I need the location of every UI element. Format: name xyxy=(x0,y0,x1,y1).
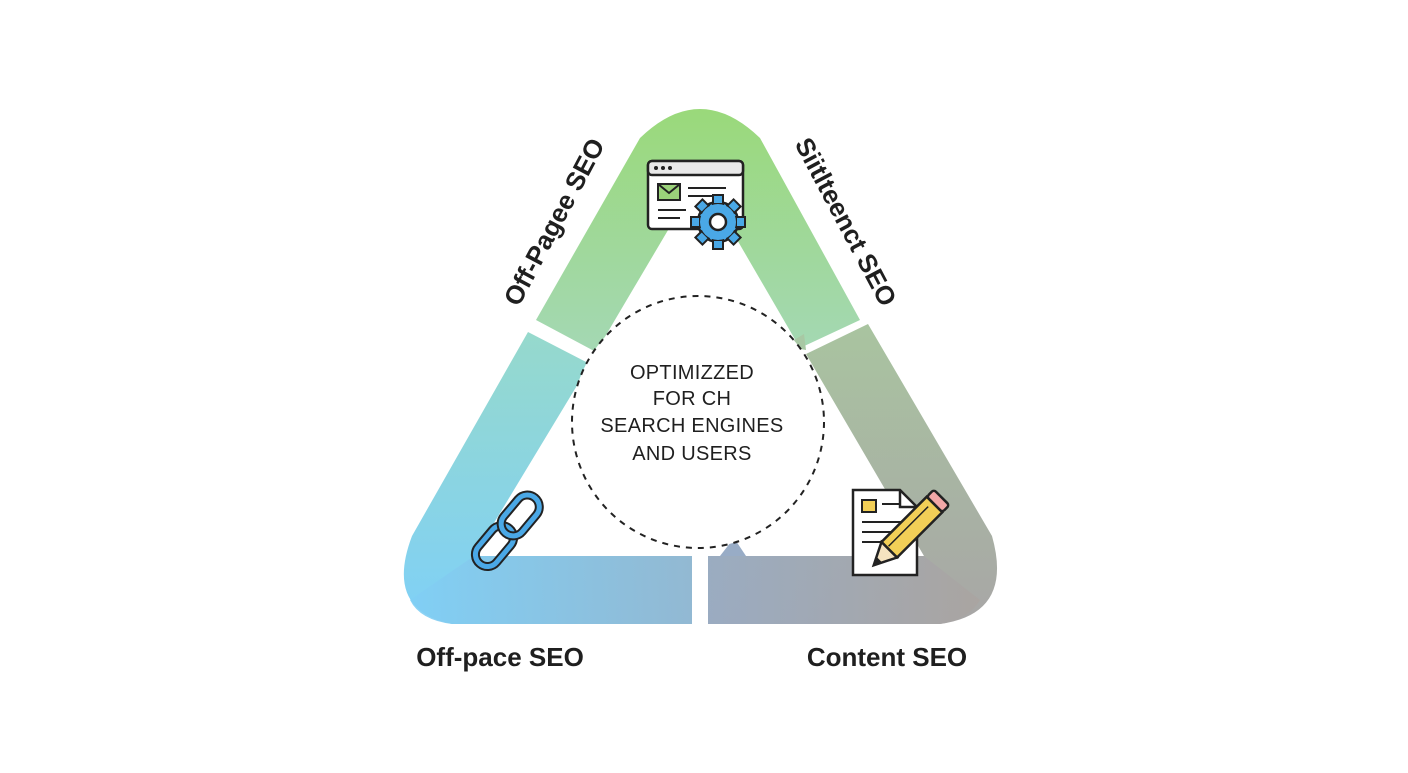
segment-bottom-left xyxy=(410,556,692,624)
segment-right xyxy=(708,324,998,624)
notch-bottom xyxy=(720,538,746,556)
center-dashed-circle xyxy=(571,295,825,549)
center-text-group: OPTIMIZZED FOR CH SEARCH ENGINES AND USE… xyxy=(600,362,783,465)
document-pencil-icon xyxy=(851,488,950,577)
label-bottom-left: Off-pace SEO xyxy=(416,642,584,672)
center-line-4: AND USERS xyxy=(632,443,751,465)
center-line-2: FOR CH xyxy=(653,388,731,410)
label-bottom-right: Content SEO xyxy=(807,642,967,672)
chain-link-icon xyxy=(470,490,544,572)
center-line-1: OPTIMIZZED xyxy=(630,362,754,384)
browser-gear-icon xyxy=(646,159,746,250)
segment-top xyxy=(536,109,860,352)
center-line-3: SEARCH ENGINES xyxy=(600,415,783,437)
